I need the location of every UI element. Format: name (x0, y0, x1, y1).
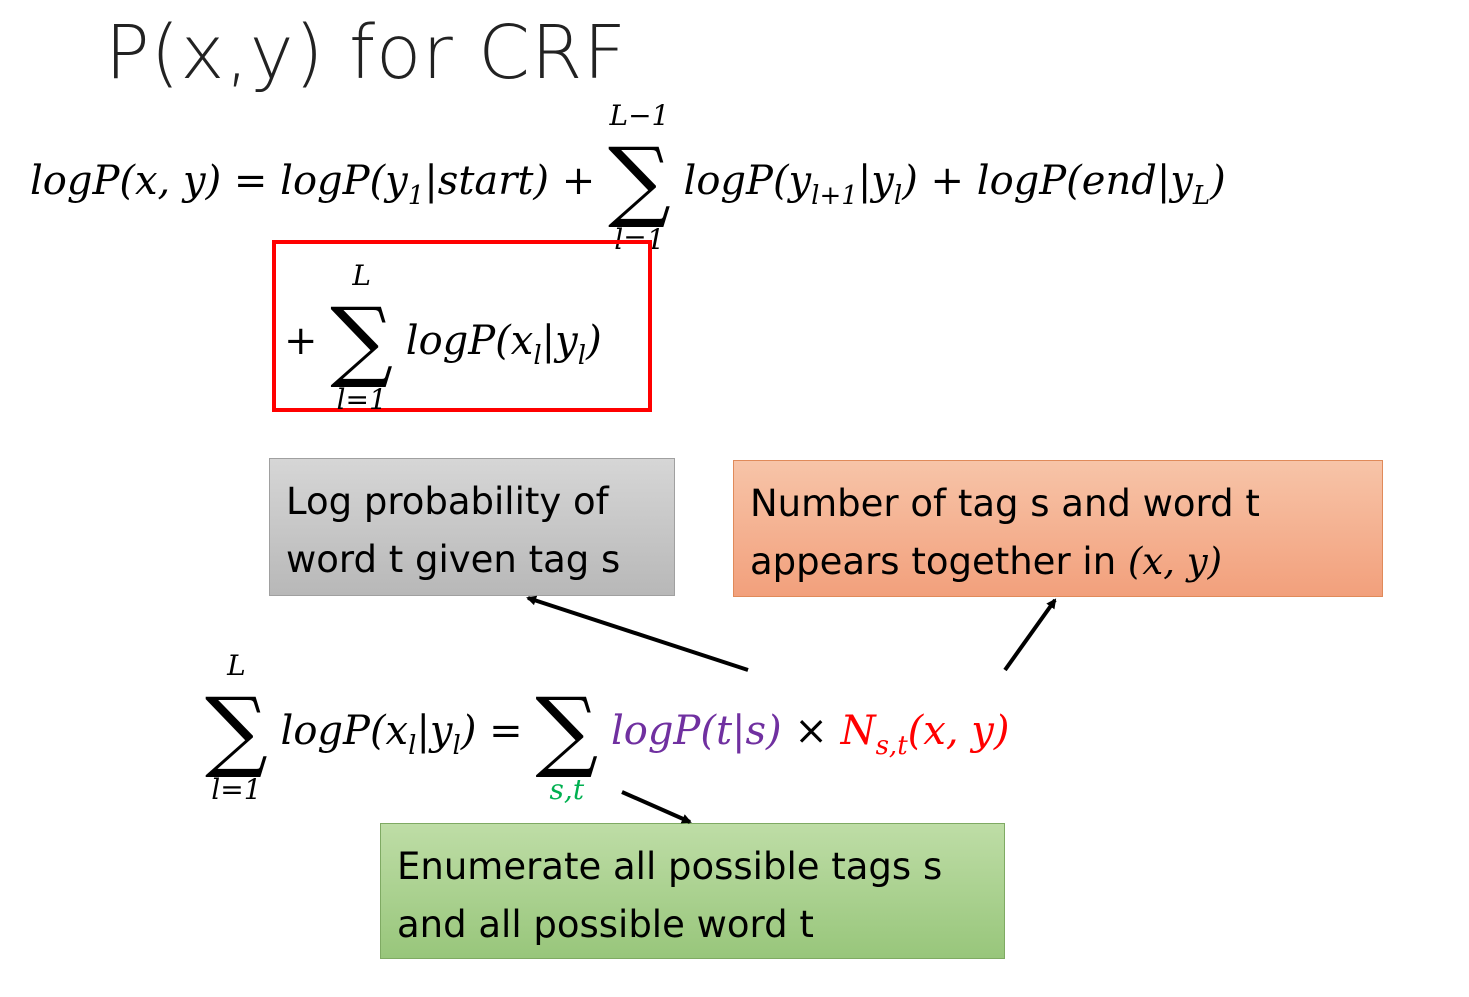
eq2-count: Ns,t(x, y) (840, 708, 1010, 761)
eq2-equals: = (489, 708, 523, 754)
note-log-probability: Log probability of word t given tag s (269, 458, 675, 596)
note-green-line2: and all possible word t (397, 903, 814, 946)
note-enumerate: Enumerate all possible tags s and all po… (380, 823, 1005, 959)
note-grey-line1: Log probability of (286, 480, 609, 523)
eq2-summation-st: ∑ s,t (535, 678, 599, 804)
eq2-sum-upper: L (227, 649, 246, 682)
note-orange-line2: appears together in (x, y) (750, 540, 1223, 583)
eq1-lhs: logP(x, y) (30, 158, 222, 204)
page-title: P(x,y) for CRF (105, 10, 627, 96)
eq2-lhs: logP(xl|yl) (280, 708, 477, 761)
note-orange-line1: Number of tag s and word t (750, 482, 1260, 525)
arrow-to-orange-note (1003, 598, 1057, 672)
highlight-box (272, 240, 652, 412)
sigma-icon: ∑ (330, 288, 394, 391)
sigma-icon: ∑ (205, 678, 268, 781)
note-grey-line2: word t given tag s (286, 538, 621, 581)
boxed-sum-upper: L (352, 259, 371, 292)
eq2-summation: L ∑ l=1 (205, 652, 268, 804)
eq1-start-term: logP(y1|start) (280, 158, 550, 211)
eq1-sum-upper: L−1 (609, 99, 670, 132)
eq1-plus-2: + (930, 158, 965, 204)
sigma-icon: ∑ (535, 678, 599, 781)
sigma-icon: ∑ (608, 128, 671, 231)
arrow-to-green-note (621, 790, 692, 824)
boxed-sum-lower: l=1 (336, 383, 387, 416)
equation-emission-boxed: + L ∑ l=1 logP(xl|yl) (284, 262, 602, 414)
boxed-emission-term: logP(xl|yl) (405, 318, 602, 371)
boxed-plus: + (284, 318, 318, 364)
note-count: Number of tag s and word t appears toget… (733, 460, 1383, 597)
eq1-plus: + (561, 158, 596, 204)
eq2-sum-st-lower: s,t (549, 773, 585, 806)
eq2-logprob: logP(t|s) (610, 708, 782, 754)
eq2-sum-lower: l=1 (211, 773, 262, 806)
eq1-sum-lower: l=1 (614, 223, 665, 256)
note-green-line1: Enumerate all possible tags s (397, 845, 943, 888)
eq2-times: × (794, 708, 828, 754)
equation-emission-rewrite: L ∑ l=1 logP(xl|yl) = ∑ s,t logP(t|s) × … (205, 652, 1010, 804)
equation-joint-log-prob: logP(x, y) = logP(y1|start) + L−1 ∑ l=1 … (30, 102, 1226, 254)
note-orange-math: (x, y) (1127, 540, 1223, 583)
eq1-summation: L−1 ∑ l=1 (608, 102, 671, 254)
eq1-transition-term: logP(yl+1|yl) (683, 158, 918, 211)
arrow-to-grey-note (526, 595, 749, 672)
eq1-equals: = (233, 158, 268, 204)
boxed-summation: L ∑ l=1 (330, 262, 394, 414)
eq1-end-term: logP(end|yL) (976, 158, 1226, 211)
